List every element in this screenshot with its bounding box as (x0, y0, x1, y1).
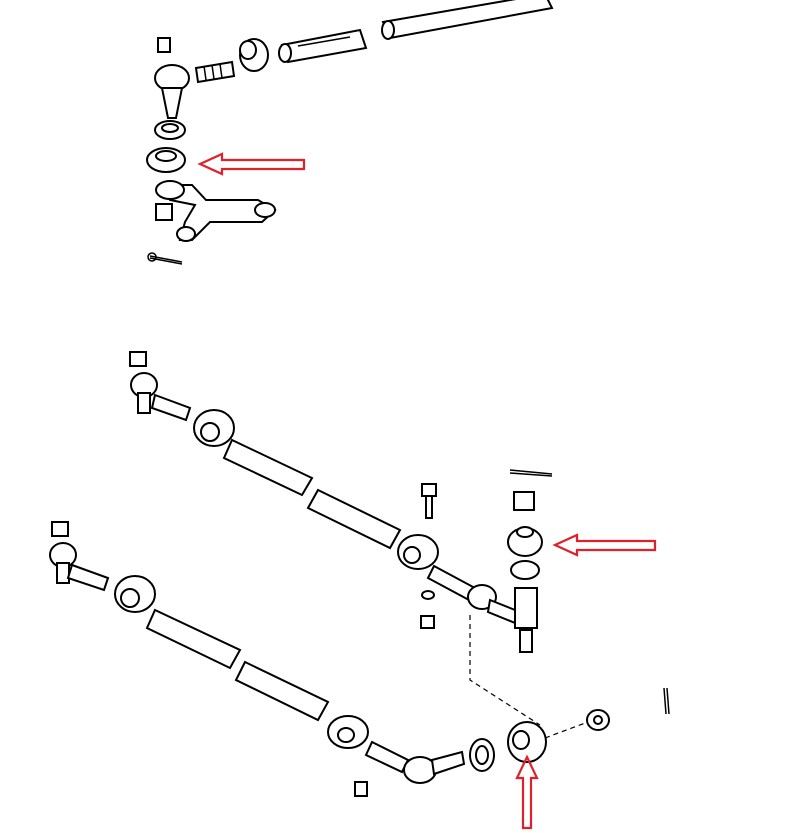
lower-clamp-right (327, 715, 369, 749)
lower-nut (586, 709, 610, 731)
top-clamp (239, 38, 269, 72)
upper-clamp-right (397, 534, 439, 570)
lower-tie-rod-end-right (354, 740, 466, 797)
arrow-up-icon (515, 754, 539, 830)
top-adjusting-tube (278, 28, 368, 64)
lower-clamp-left (114, 575, 156, 613)
right-cotter-pin (509, 469, 553, 477)
lower-bushing-highlighted (507, 721, 547, 763)
top-cotter-pin (147, 252, 183, 265)
idler-arm (155, 180, 277, 242)
assembly-guide-lines (469, 615, 589, 739)
top-dust-boot (154, 120, 186, 140)
lower-cotter-pin (663, 687, 670, 715)
upper-tube-right (306, 488, 402, 550)
lower-dust-boot (469, 738, 495, 772)
top-seal-highlighted (146, 147, 186, 173)
upper-clamp-left (193, 409, 235, 447)
bolt (421, 483, 437, 519)
arrow-left-icon (197, 152, 306, 176)
arrow-left-icon (552, 533, 657, 557)
lower-tube-right (234, 660, 330, 722)
top-tie-rod-end (154, 37, 236, 119)
top-castle-nut (155, 203, 173, 221)
upper-tube-left (222, 438, 314, 497)
lower-tie-rod-end-left (49, 521, 110, 592)
nut (420, 615, 435, 629)
right-seal-highlighted (507, 526, 543, 557)
right-castle-nut (513, 491, 535, 511)
top-center-drag-link-rod (381, 0, 554, 40)
upper-tie-rod-end-left (129, 351, 192, 422)
lock-washer (421, 590, 435, 600)
right-dust-boot (510, 560, 540, 580)
lower-tube-left (145, 608, 242, 670)
upper-tie-rod-end-right (426, 564, 538, 653)
